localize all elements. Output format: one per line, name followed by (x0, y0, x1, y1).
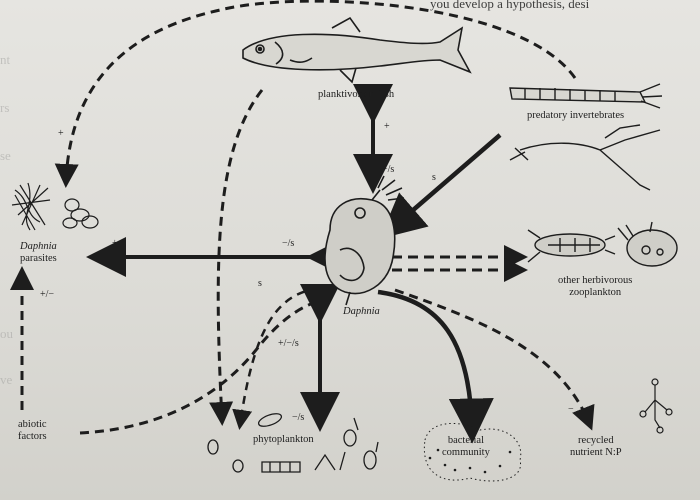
arc-daphnia-to-phyto (232, 286, 319, 430)
fish-illustration (242, 16, 472, 84)
label-predatory-invertebrates: predatory invertebrates (527, 110, 625, 121)
arc-fish-to-phyto (209, 89, 264, 426)
sign-nutrient-minus: − (568, 404, 574, 415)
nutrient-molecule-illustration (639, 378, 673, 434)
sign-daphnia-phyto: +/−/s (278, 338, 299, 349)
bleed-left-1: nt (0, 52, 11, 67)
sign-fish-daphnia-plus: + (384, 121, 390, 132)
bleed-top-text: you develop a hypothesis, desi (430, 0, 590, 11)
sign-parasites-daphnia-minus: −/s (282, 238, 295, 249)
sign-fish-daphnia-minus: −/s (382, 164, 395, 175)
label-phytoplankton: phytoplankton (253, 434, 314, 445)
sign-parasites-daphnia-plus: + (112, 238, 118, 249)
bacteria-illustration (423, 422, 522, 482)
sign-parasite-s: s (258, 278, 262, 289)
label-bacterial-community: bacterial community (442, 435, 490, 459)
label-bacterial-line1: bacterial (447, 435, 484, 446)
arrow-daphnia-to-bacteria (377, 289, 494, 444)
sign-phyto-plus: + (236, 408, 242, 419)
label-zoo-line1: other herbivorous (558, 275, 633, 286)
arc-abiotic-to-phyto (79, 298, 323, 435)
predatory-illustration (509, 83, 663, 191)
label-parasites-line2: parasites (20, 253, 57, 265)
label-nutrient-line2: nutrient N:P (570, 447, 622, 459)
bleed-left-4: ou (0, 326, 13, 341)
label-recycled-nutrient: recycled nutrient N:P (570, 435, 622, 459)
bleed-left-2: rs (0, 100, 10, 115)
arrow-predatory-to-daphnia (379, 133, 502, 239)
sign-abiotic-parasites: +/− (40, 289, 55, 300)
label-bacterial-line2: community (442, 447, 490, 459)
sign-predatory-s: s (432, 172, 436, 183)
bleed-left-5: ve (0, 372, 13, 387)
label-planktivorous-fish: planktivorous fish (318, 89, 395, 100)
arc-daphnia-to-nutrient (394, 288, 595, 431)
daphnia-illustration (324, 175, 405, 306)
label-other-zooplankton: other herbivorous zooplankton (558, 275, 632, 299)
label-abiotic-factors: abiotic factors (18, 419, 47, 443)
label-daphnia-parasites: Daphnia parasites (20, 241, 57, 265)
zooplankton-illustration (527, 221, 678, 267)
label-daphnia: Daphnia (343, 306, 380, 317)
label-parasites-line1: Daphnia (20, 241, 57, 252)
sign-left-plus: + (58, 128, 64, 139)
phytoplankton-illustration (207, 413, 379, 473)
bleed-left-3: se (0, 148, 11, 163)
label-abiotic-line1: abiotic (18, 419, 47, 430)
label-nutrient-line1: recycled (578, 435, 614, 446)
parasites-illustration (11, 182, 99, 231)
label-zoo-line2: zooplankton (569, 287, 622, 299)
sign-phyto-minus: −/s (292, 412, 305, 423)
arc-top-to-parasites (54, 0, 577, 188)
label-abiotic-line2: factors (18, 431, 47, 443)
